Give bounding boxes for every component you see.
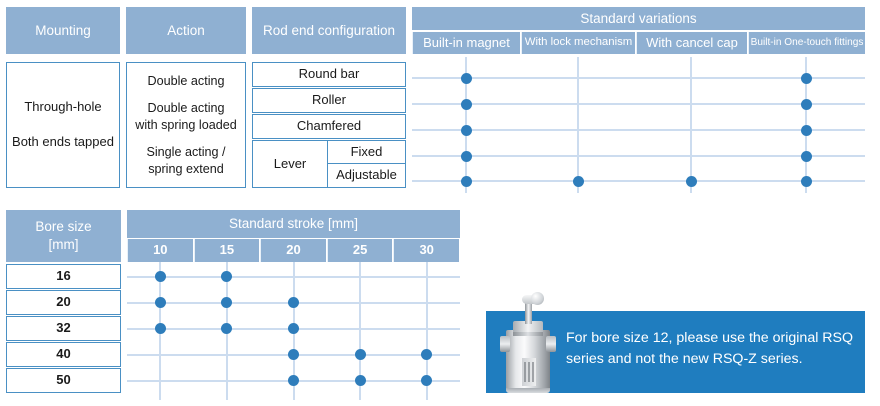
availability-dot	[800, 175, 812, 187]
header-stroke-25: 25	[326, 239, 393, 262]
cell-rod-end-roller: Roller	[252, 88, 406, 113]
matrix-row-line	[412, 180, 865, 182]
action-option-double-acting-spring-loaded: Double acting with spring loaded	[135, 101, 237, 132]
cell-rod-end-lever-fixed: Fixed	[327, 140, 406, 164]
availability-dot	[800, 72, 812, 84]
row-label-bore-50: 50	[6, 368, 121, 393]
matrix-row-line	[412, 155, 865, 157]
availability-dot	[154, 297, 166, 308]
row-label-bore-32: 32	[6, 316, 121, 341]
matrix-column-line	[577, 57, 579, 193]
matrix-row-line	[412, 77, 865, 79]
header-rod-end-configuration: Rod end configuration	[252, 7, 406, 54]
header-built-in-magnet: Built-in magnet	[412, 32, 520, 54]
availability-dot	[685, 175, 697, 187]
header-bore-size: Bore size [mm]	[6, 210, 121, 262]
availability-dot	[800, 150, 812, 162]
availability-dot	[800, 124, 812, 136]
matrix-column-line	[425, 262, 428, 400]
availability-dot	[421, 375, 433, 386]
row-label-bore-20: 20	[6, 290, 121, 315]
cell-rod-end-lever: Lever	[252, 140, 328, 188]
cell-rod-end-round-bar: Round bar	[252, 62, 406, 87]
availability-dot	[460, 98, 472, 110]
availability-dot	[154, 323, 166, 334]
bore-stroke-availability-matrix	[0, 205, 470, 406]
availability-dot	[460, 150, 472, 162]
header-stroke-15: 15	[193, 239, 260, 262]
callout-text: For bore size 12, please use the origina…	[566, 330, 854, 367]
availability-dot	[354, 349, 366, 360]
header-stroke-10: 10	[127, 239, 193, 262]
availability-dot	[221, 297, 233, 308]
availability-dot	[154, 271, 166, 282]
matrix-column-line	[359, 262, 362, 400]
header-mounting: Mounting	[6, 7, 120, 54]
mounting-option-both-ends-tapped: Both ends tapped	[12, 134, 114, 149]
cell-rod-end-lever-adjustable: Adjustable	[327, 163, 406, 188]
header-stroke-30: 30	[393, 239, 459, 262]
top-availability-matrix	[0, 0, 880, 200]
availability-dot	[288, 323, 299, 334]
action-option-single-acting-spring-extend: Single acting / spring extend	[146, 145, 226, 176]
availability-dot	[572, 175, 584, 187]
availability-dot	[288, 349, 299, 360]
standard-variations-table: Mounting Action Rod end configuration St…	[0, 0, 880, 200]
header-standard-stroke: Standard stroke [mm]	[127, 210, 460, 238]
header-stroke-20: 20	[260, 239, 326, 262]
availability-dot	[460, 175, 472, 187]
header-with-lock-mechanism: With lock mechanism	[521, 32, 635, 54]
action-option-double-acting: Double acting	[147, 74, 225, 89]
header-standard-variations: Standard variations	[412, 7, 865, 30]
header-with-cancel-cap: With cancel cap	[636, 32, 747, 54]
header-built-in-one-touch-fittings: Built-in One-touch fittings	[748, 32, 865, 54]
matrix-row-line	[412, 129, 865, 131]
availability-dot	[288, 375, 299, 386]
availability-dot	[221, 271, 233, 282]
availability-dot	[354, 375, 366, 386]
cell-action-options: Double acting Double acting with spring …	[126, 62, 246, 188]
rsq-cylinder-photo	[500, 292, 562, 393]
availability-dot	[460, 72, 472, 84]
cell-mounting-options: Through-hole Both ends tapped	[6, 62, 120, 188]
row-label-bore-16: 16	[6, 264, 121, 289]
availability-dot	[460, 124, 472, 136]
matrix-column-line	[690, 57, 692, 193]
cell-rod-end-chamfered: Chamfered	[252, 114, 406, 139]
header-bore-size-line1: Bore size	[35, 218, 92, 234]
header-action: Action	[126, 7, 246, 54]
row-label-bore-40: 40	[6, 342, 121, 367]
header-bore-size-line2: [mm]	[48, 237, 79, 252]
matrix-row-line	[412, 103, 865, 105]
mounting-option-through-hole: Through-hole	[24, 99, 102, 115]
availability-dot	[288, 297, 299, 308]
availability-dot	[800, 98, 812, 110]
availability-dot	[221, 323, 233, 334]
availability-dot	[421, 349, 433, 360]
